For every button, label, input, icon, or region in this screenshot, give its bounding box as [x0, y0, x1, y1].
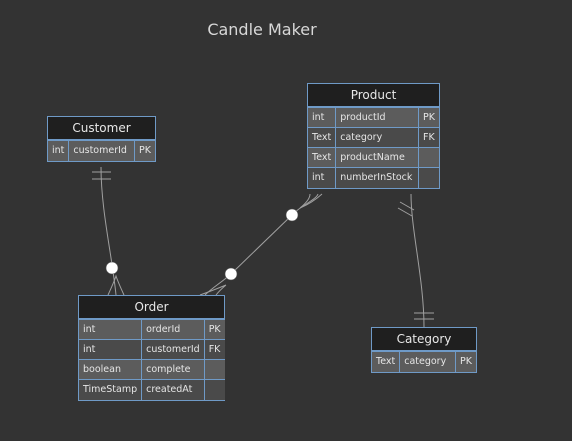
- attribute-name: category: [335, 127, 420, 148]
- attribute-type: Text: [308, 147, 337, 168]
- order-zero-marker: [224, 267, 238, 281]
- entity-product[interactable]: Product int productId PK Text category F…: [307, 83, 440, 189]
- attribute-name: orderId: [141, 319, 205, 340]
- product-order-link: [204, 193, 319, 296]
- attribute-row: Text category PK: [372, 351, 476, 372]
- product-category-link: [410, 193, 425, 328]
- attribute-key: PK: [418, 107, 439, 128]
- attribute-name: category: [399, 351, 457, 372]
- order-many-crowsfoot-right: [199, 284, 227, 296]
- product-one-bar-1: [399, 201, 415, 211]
- entity-category[interactable]: Category Text category PK: [371, 327, 477, 373]
- attribute-type: int: [79, 319, 143, 340]
- attribute-key: [418, 167, 439, 188]
- product-one-bar-2: [397, 207, 413, 217]
- product-zero-marker: [285, 208, 299, 222]
- attribute-key: [203, 379, 225, 400]
- attribute-row: int numberInStock: [308, 167, 439, 188]
- attribute-key: PK: [203, 319, 225, 340]
- attribute-type: int: [308, 167, 337, 188]
- attribute-type: int: [48, 140, 70, 161]
- attribute-type: int: [308, 107, 337, 128]
- order-many-crowsfoot-left: [107, 274, 125, 296]
- attribute-row: int customerId FK: [79, 339, 225, 360]
- attribute-name: productName: [335, 147, 420, 168]
- attribute-name: createdAt: [141, 379, 205, 400]
- entity-title: Product: [308, 84, 439, 107]
- attribute-row: TimeStamp createdAt: [79, 379, 225, 400]
- entity-title: Order: [79, 296, 224, 319]
- attribute-name: complete: [141, 359, 205, 380]
- attribute-key: [418, 147, 439, 168]
- attribute-row: Text productName: [308, 147, 439, 168]
- attribute-type: int: [79, 339, 143, 360]
- attribute-row: int orderId PK: [79, 319, 225, 340]
- attribute-type: Text: [308, 127, 337, 148]
- attribute-name: numberInStock: [335, 167, 420, 188]
- attribute-type: TimeStamp: [79, 379, 143, 400]
- entity-title: Customer: [48, 117, 155, 140]
- entity-title: Category: [372, 328, 476, 351]
- attribute-key: PK: [134, 140, 155, 161]
- attribute-row: int customerId PK: [48, 140, 155, 161]
- attribute-row: boolean complete: [79, 359, 225, 380]
- customer-order-zero-marker: [105, 261, 119, 275]
- attribute-key: FK: [203, 339, 225, 360]
- entity-customer[interactable]: Customer int customerId PK: [47, 116, 156, 162]
- attribute-row: int productId PK: [308, 107, 439, 128]
- attribute-name: customerId: [141, 339, 205, 360]
- attribute-type: boolean: [79, 359, 143, 380]
- customer-order-link: [100, 166, 117, 296]
- attribute-key: [203, 359, 225, 380]
- attribute-key: FK: [418, 127, 439, 148]
- entity-order[interactable]: Order int orderId PK int customerId FK b…: [78, 295, 225, 401]
- attribute-type: Text: [372, 351, 401, 372]
- diagram-title: Candle Maker: [207, 20, 317, 39]
- product-many-crowsfoot: [299, 193, 323, 209]
- attribute-name: customerId: [68, 140, 136, 161]
- attribute-name: productId: [335, 107, 420, 128]
- attribute-key: PK: [455, 351, 476, 372]
- attribute-row: Text category FK: [308, 127, 439, 148]
